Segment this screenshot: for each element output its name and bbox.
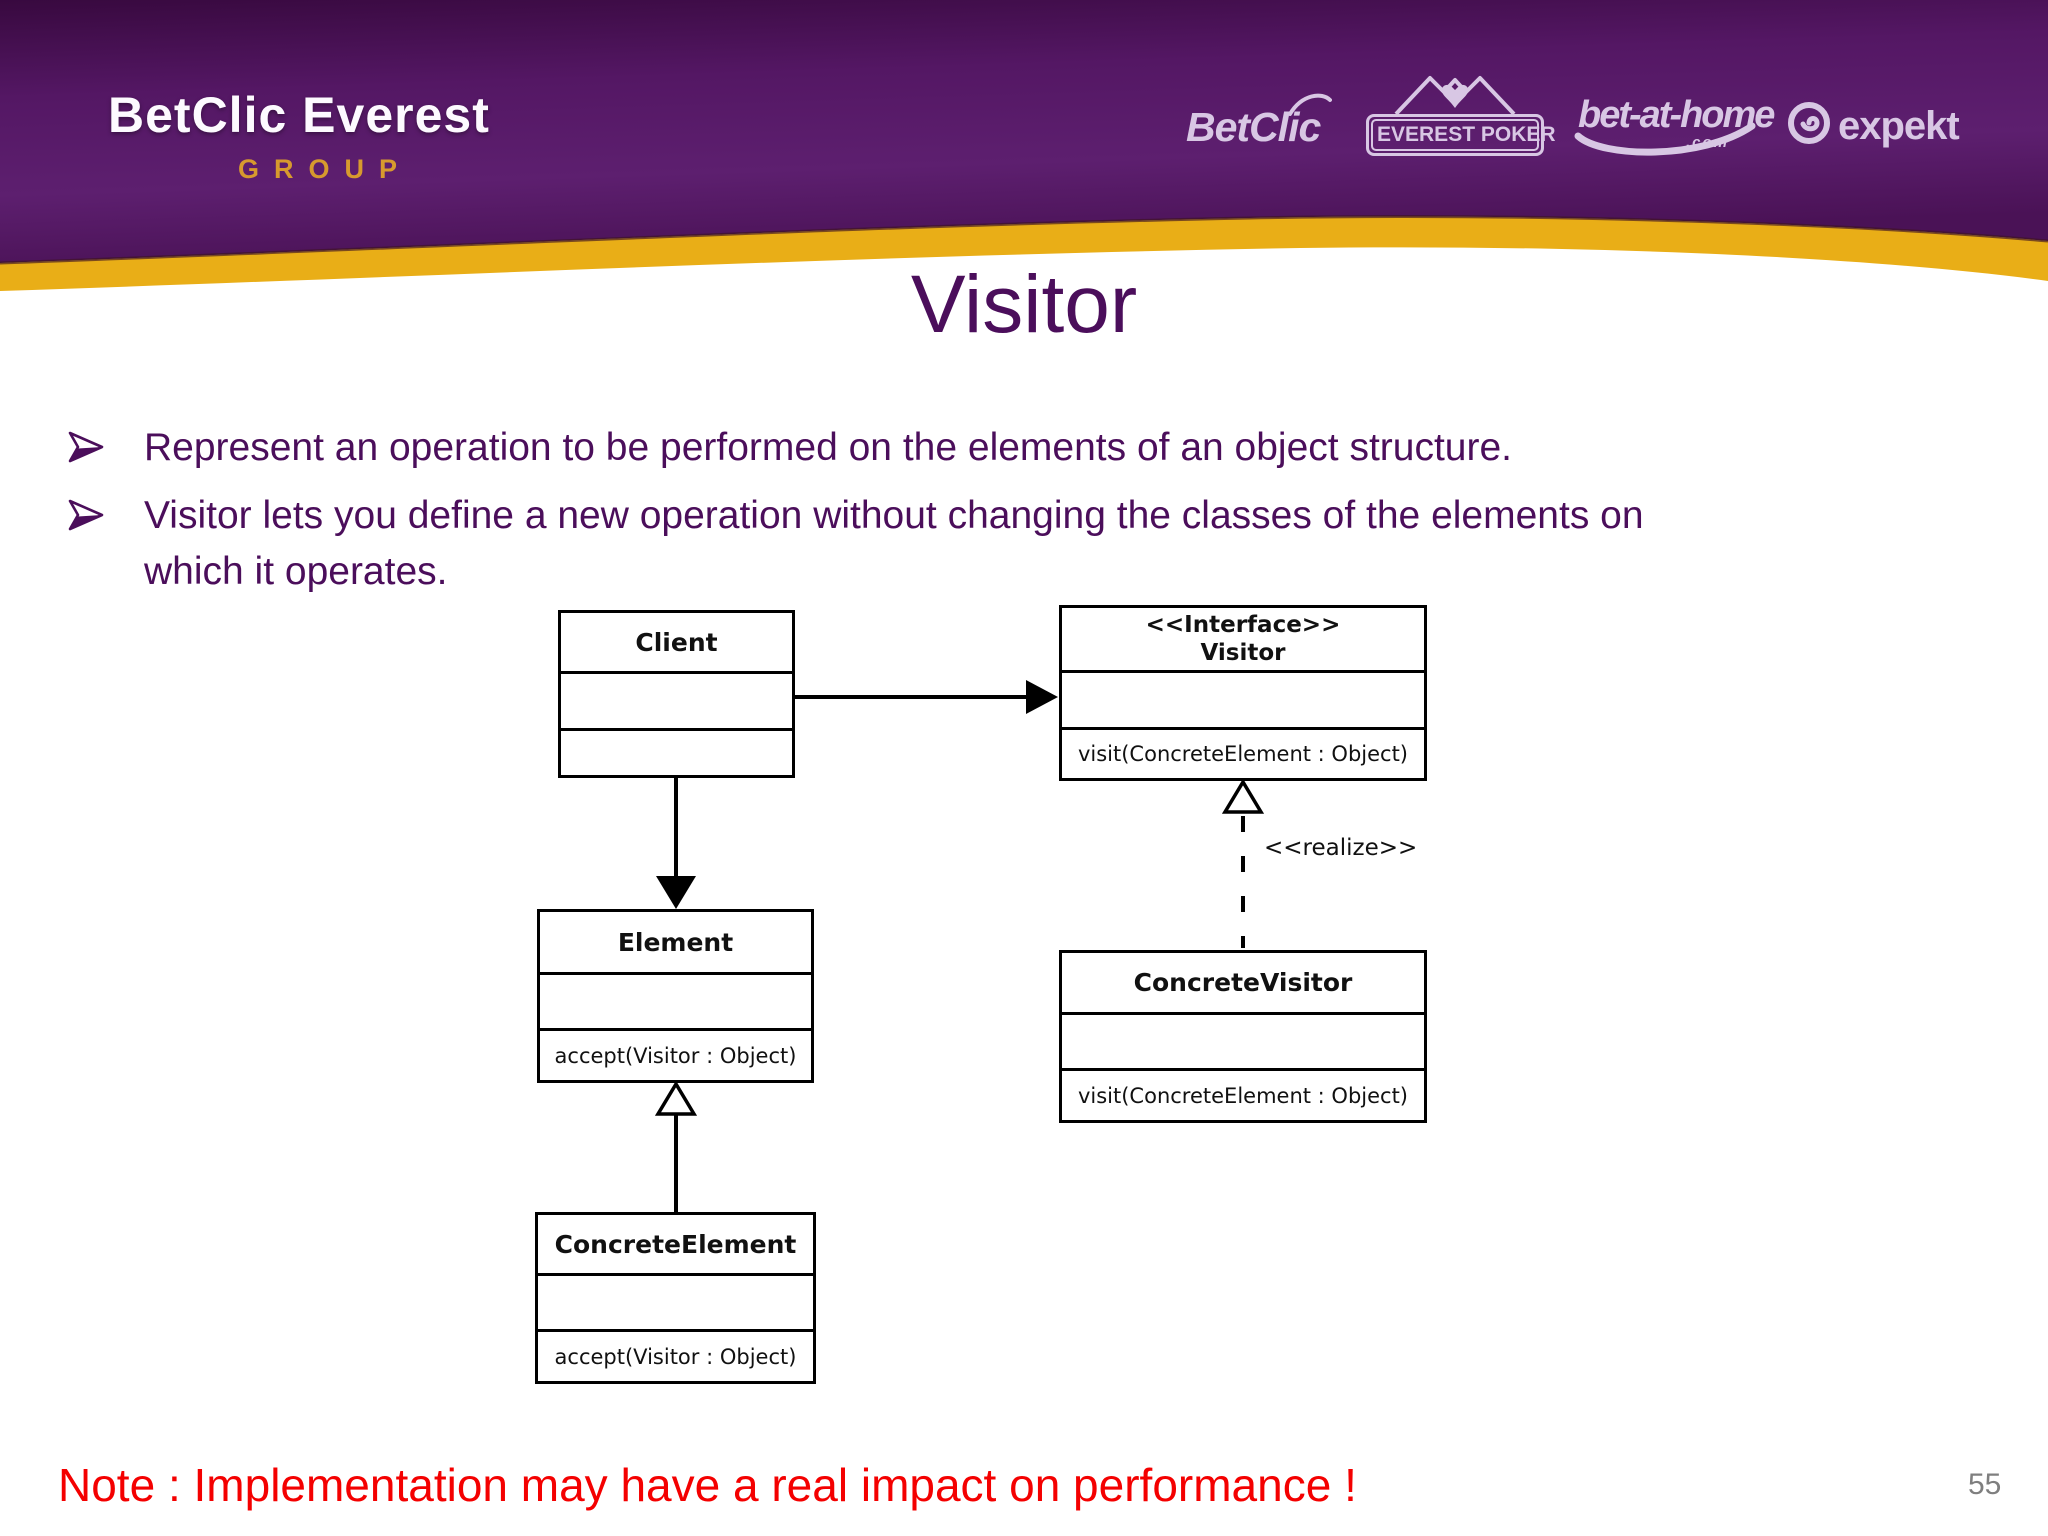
betclic-logo: BetClic (1186, 93, 1333, 151)
everest-poker-text: EVEREST POKER (1371, 119, 1556, 151)
bet-at-home-swoosh-icon (1574, 122, 1756, 156)
brand-title: BetClic Everest (108, 87, 490, 143)
attributes-compartment (1062, 1012, 1424, 1068)
attributes-compartment (540, 972, 811, 1028)
header-gold-swoosh (0, 216, 2048, 291)
method-label: visit(ConcreteElement : Object) (1062, 727, 1424, 778)
page-title: Visitor (910, 259, 1138, 350)
bullet-text: Represent an operation to be performed o… (144, 426, 1512, 469)
method-label: accept(Visitor : Object) (538, 1329, 813, 1381)
everest-poker-logo: EVEREST POKER (1366, 72, 1556, 156)
brand-lockup: BetClic Everest GROUP (108, 86, 490, 185)
betclic-logo-text: BetClic (1186, 104, 1321, 150)
stereotype-label: <<Interface>> (1145, 612, 1341, 638)
class-name: Element (617, 927, 734, 957)
header-purple-shape (0, 0, 2048, 263)
attributes-compartment (561, 671, 792, 728)
class-box-concrete-visitor: ConcreteVisitor visit(ConcreteElement : … (1059, 950, 1427, 1123)
expekt-spiral-icon (1788, 102, 1830, 144)
arrow-bullet-icon (62, 488, 144, 600)
logo-row: BetClic EVEREST POKER bet-at-home .com e… (1180, 64, 1980, 184)
page-number: 55 (1968, 1468, 2002, 1501)
class-box-client: Client (558, 610, 795, 778)
class-name: Client (635, 627, 718, 657)
bullet-text: Visitor lets you define a new operation … (144, 494, 1644, 593)
brand-subtitle: GROUP (238, 154, 413, 184)
hollow-triangle-up-icon (1221, 778, 1265, 814)
mountain-spade-icon (1394, 76, 1516, 114)
header-swoosh-edge (0, 215, 2048, 265)
class-name-block: <<Interface>> Visitor (1062, 608, 1424, 670)
footer-note: Note : Implementation may have a real im… (58, 1459, 1357, 1511)
bullet-item: Visitor lets you define a new operation … (62, 488, 1802, 600)
bullet-item: Represent an operation to be performed o… (62, 420, 1802, 476)
class-name: ConcreteVisitor (1133, 968, 1353, 997)
attributes-compartment (538, 1273, 813, 1329)
hollow-triangle-up-icon (654, 1080, 698, 1116)
class-box-visitor: <<Interface>> Visitor visit(ConcreteElem… (1059, 605, 1427, 781)
header-banner (0, 0, 2048, 291)
filled-arrowhead-down-icon (656, 876, 696, 909)
method-label: visit(ConcreteElement : Object) (1062, 1068, 1424, 1120)
arrow-bullet-icon (62, 420, 144, 476)
class-box-concrete-element: ConcreteElement accept(Visitor : Object) (535, 1212, 816, 1384)
class-name: Visitor (1200, 640, 1286, 666)
bet-at-home-logo: bet-at-home .com (1574, 94, 1775, 156)
class-box-element: Element accept(Visitor : Object) (537, 909, 814, 1083)
everest-poker-frame: EVEREST POKER (1366, 114, 1556, 156)
realize-label: <<realize>> (1264, 835, 1418, 861)
attributes-compartment (1062, 670, 1424, 727)
bullet-list: Represent an operation to be performed o… (62, 420, 1802, 612)
class-name: ConcreteElement (554, 1229, 797, 1259)
betclic-swoosh-icon (1288, 93, 1333, 116)
method-label: accept(Visitor : Object) (540, 1028, 811, 1080)
filled-arrowhead-right-icon (1026, 680, 1058, 714)
expekt-logo: expekt (1786, 100, 1960, 149)
expekt-text: expekt (1838, 104, 1960, 148)
operations-compartment (561, 728, 792, 775)
